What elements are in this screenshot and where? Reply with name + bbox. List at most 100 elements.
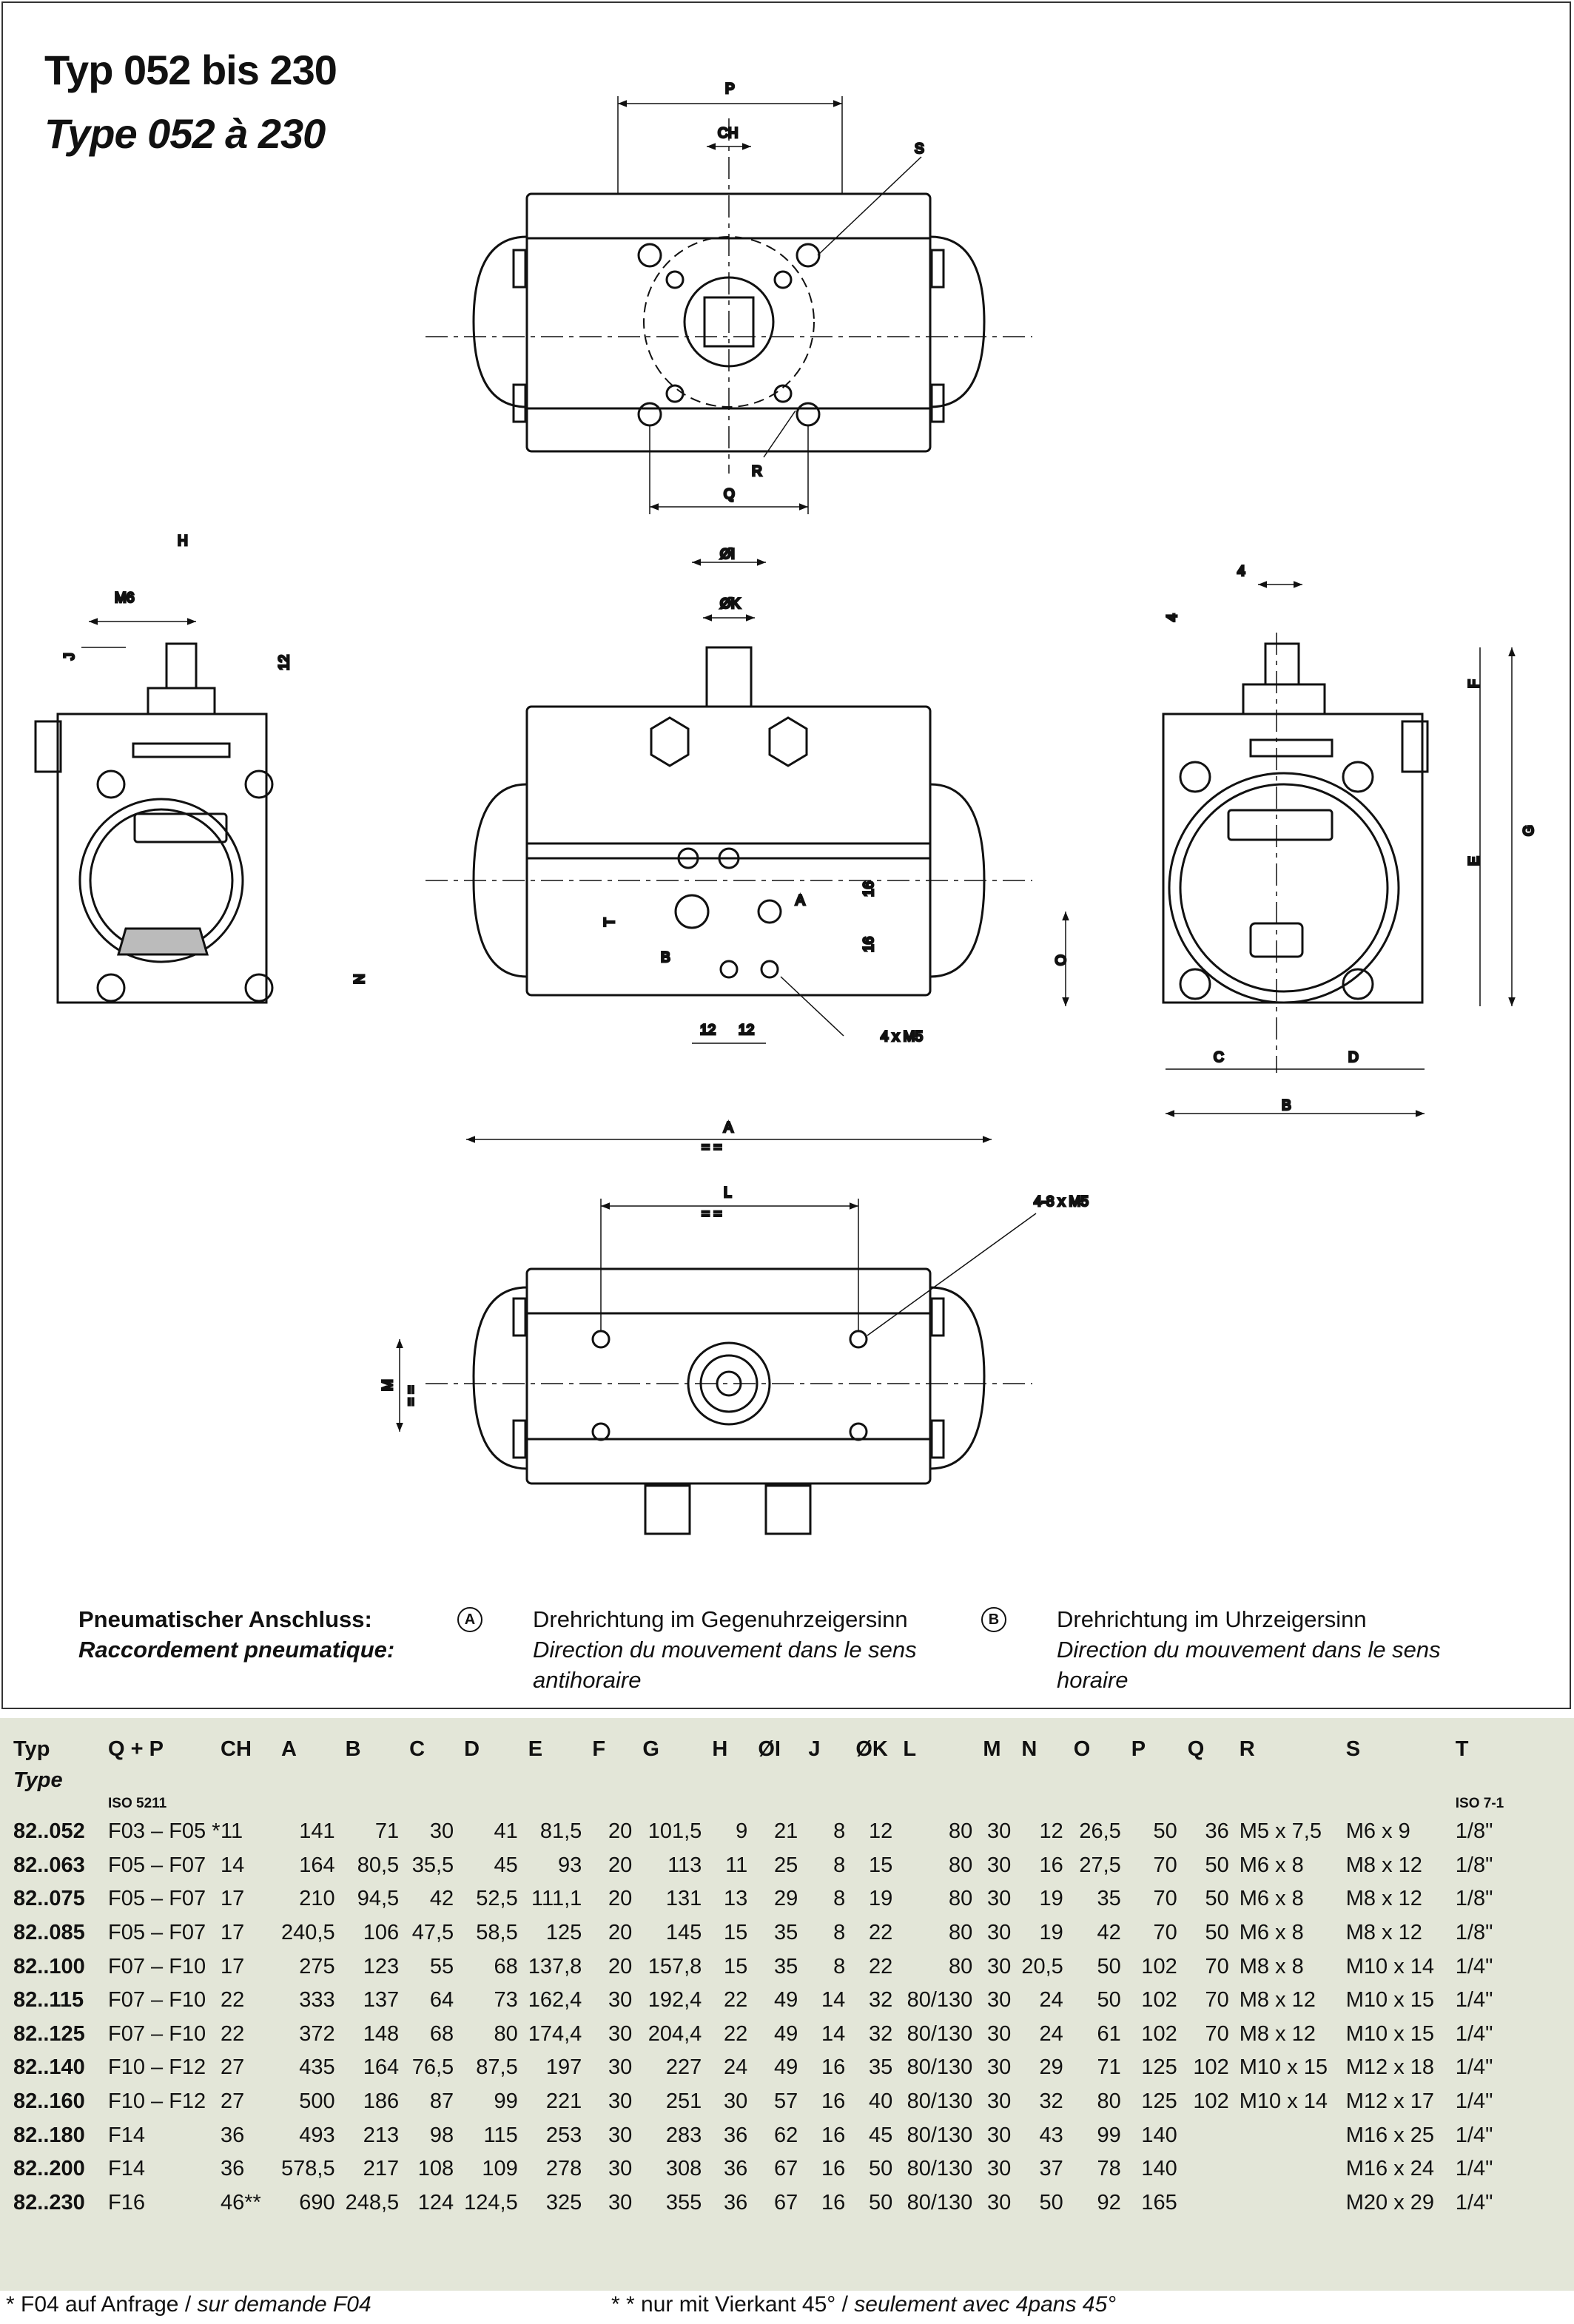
table-cell: 57 — [774, 2089, 798, 2114]
dim-OK: ØK — [720, 596, 741, 612]
table-cell: 50 — [1205, 1853, 1229, 1877]
table-cell: F14 — [108, 2123, 145, 2147]
table-cell: 140 — [1141, 2123, 1177, 2147]
legend-b-fr1: Direction du mouvement dans le sens — [1057, 1637, 1441, 1663]
col-header: F — [592, 1737, 606, 1761]
table-cell: 82..052 — [13, 1819, 85, 1844]
col-header: C — [409, 1737, 426, 1761]
table-cell: 80 — [494, 2021, 518, 2046]
table-cell: 70 — [1205, 1988, 1229, 2013]
table-cell: 27,5 — [1079, 1853, 1121, 1877]
table-cell: 30 — [987, 2055, 1012, 2080]
table-cell: M16 x 24 — [1345, 2157, 1435, 2181]
col-header: E — [528, 1737, 543, 1761]
footnote-2: * * nur mit Vierkant 45° / seulement ave… — [611, 2292, 1116, 2317]
table-cell: 49 — [774, 2021, 798, 2046]
table-cell: 46** — [221, 2190, 261, 2214]
dim-Q: Q — [724, 487, 735, 502]
table-cell: 30 — [608, 1988, 633, 2013]
table-cell: 210 — [299, 1887, 335, 1911]
table-cell: 71 — [1097, 2055, 1121, 2080]
table-cell: 1/4" — [1455, 2190, 1493, 2214]
table-cell: 8 — [833, 1954, 846, 1978]
table-cell: 80,5 — [357, 1853, 400, 1877]
dim-C: C — [1214, 1050, 1224, 1065]
table-cell: 30 — [987, 1853, 1012, 1877]
table-cell: 30 — [987, 1819, 1012, 1844]
table-cell: 68 — [429, 2021, 454, 2046]
table-cell: 67 — [774, 2190, 798, 2214]
iso5211-label: ISO 5211 — [108, 1796, 167, 1811]
table-cell: 106 — [363, 1921, 400, 1945]
dim-4-8xM5: 4-8 x M5 — [1034, 1194, 1089, 1210]
table-cell: 125 — [545, 1921, 582, 1945]
table-cell: 22 — [221, 2021, 245, 2046]
table-cell — [1240, 2152, 1346, 2186]
table-cell: 22 — [221, 1988, 245, 2013]
table-cell: 50 — [1205, 1887, 1229, 1911]
table-cell: 50 — [869, 2190, 893, 2214]
table-cell: 80 — [949, 1887, 973, 1911]
table-cell: 80 — [949, 1954, 973, 1978]
col-header: B — [345, 1737, 361, 1761]
dim-G: G — [1521, 825, 1537, 836]
table-cell: 308 — [665, 2157, 702, 2181]
dim-P: P — [725, 81, 735, 97]
table-cell: 52,5 — [476, 1887, 518, 1911]
legend-b-text: Drehrichtung im Uhrzeigersinn Direction … — [1057, 1604, 1441, 1695]
table-cell: M10 x 15 — [1345, 2021, 1435, 2046]
table-cell: 82..115 — [13, 1988, 84, 2013]
table-cell: 14 — [821, 2021, 846, 2046]
legend-a-fr2: antihoraire — [533, 1667, 642, 1693]
table-cell: F03 – F05 * — [108, 1819, 221, 1844]
table-cell: 92 — [1097, 2190, 1121, 2214]
dim-16b: 16 — [861, 937, 877, 952]
table-cell: F16 — [108, 2190, 145, 2214]
dim-O: O — [1054, 954, 1069, 966]
table-subheader-row: Type — [13, 1768, 1522, 1793]
table-cell: 20,5 — [1021, 1954, 1063, 1978]
table-cell: 70 — [1153, 1853, 1177, 1877]
table-cell — [1188, 2152, 1240, 2186]
table-cell: M12 x 18 — [1345, 2055, 1435, 2080]
dim-N: N — [352, 974, 368, 984]
table-cell: 500 — [299, 2089, 335, 2114]
title-fr: Type 052 à 230 — [44, 110, 326, 157]
legend-b-de: Drehrichtung im Uhrzeigersinn — [1057, 1606, 1367, 1632]
table-cell: 82..160 — [13, 2089, 85, 2114]
col-header: N — [1021, 1737, 1037, 1761]
table-cell: 49 — [774, 1988, 798, 2013]
table-cell: 62 — [774, 2123, 798, 2147]
table-cell: 125 — [1141, 2089, 1177, 2114]
col-header: ØI — [758, 1737, 781, 1761]
table-cell: 174,4 — [528, 2021, 582, 2046]
table-cell: 35,5 — [411, 1853, 454, 1877]
table-cell: 197 — [545, 2055, 582, 2080]
table-cell: 9 — [736, 1819, 748, 1844]
table-cell: M6 x 8 — [1239, 1887, 1304, 1911]
col-header: T — [1455, 1737, 1469, 1761]
table-cell: 11 — [221, 1819, 243, 1844]
table-cell: 36 — [724, 2157, 748, 2181]
table-cell: 213 — [363, 2123, 400, 2147]
table-cell: M6 x 8 — [1239, 1921, 1304, 1945]
table-cell: 30 — [724, 2089, 748, 2114]
eq-A: = = — [702, 1140, 722, 1156]
table-cell: 102 — [1141, 2021, 1177, 2046]
dim-E: E — [1467, 856, 1482, 866]
table-cell: 124,5 — [464, 2190, 518, 2214]
table-cell: 32 — [869, 1988, 893, 2013]
table-cell: 101,5 — [648, 1819, 702, 1844]
table-cell: 145 — [665, 1921, 702, 1945]
table-cell: 165 — [1141, 2190, 1177, 2214]
col-header: Typ — [13, 1737, 50, 1761]
table-cell: M10 x 14 — [1345, 1954, 1435, 1978]
table-cell: 123 — [363, 1954, 400, 1978]
table-cell: 131 — [665, 1887, 702, 1911]
table-cell: 50 — [1205, 1921, 1229, 1945]
table-cell: 248,5 — [345, 2190, 400, 2214]
